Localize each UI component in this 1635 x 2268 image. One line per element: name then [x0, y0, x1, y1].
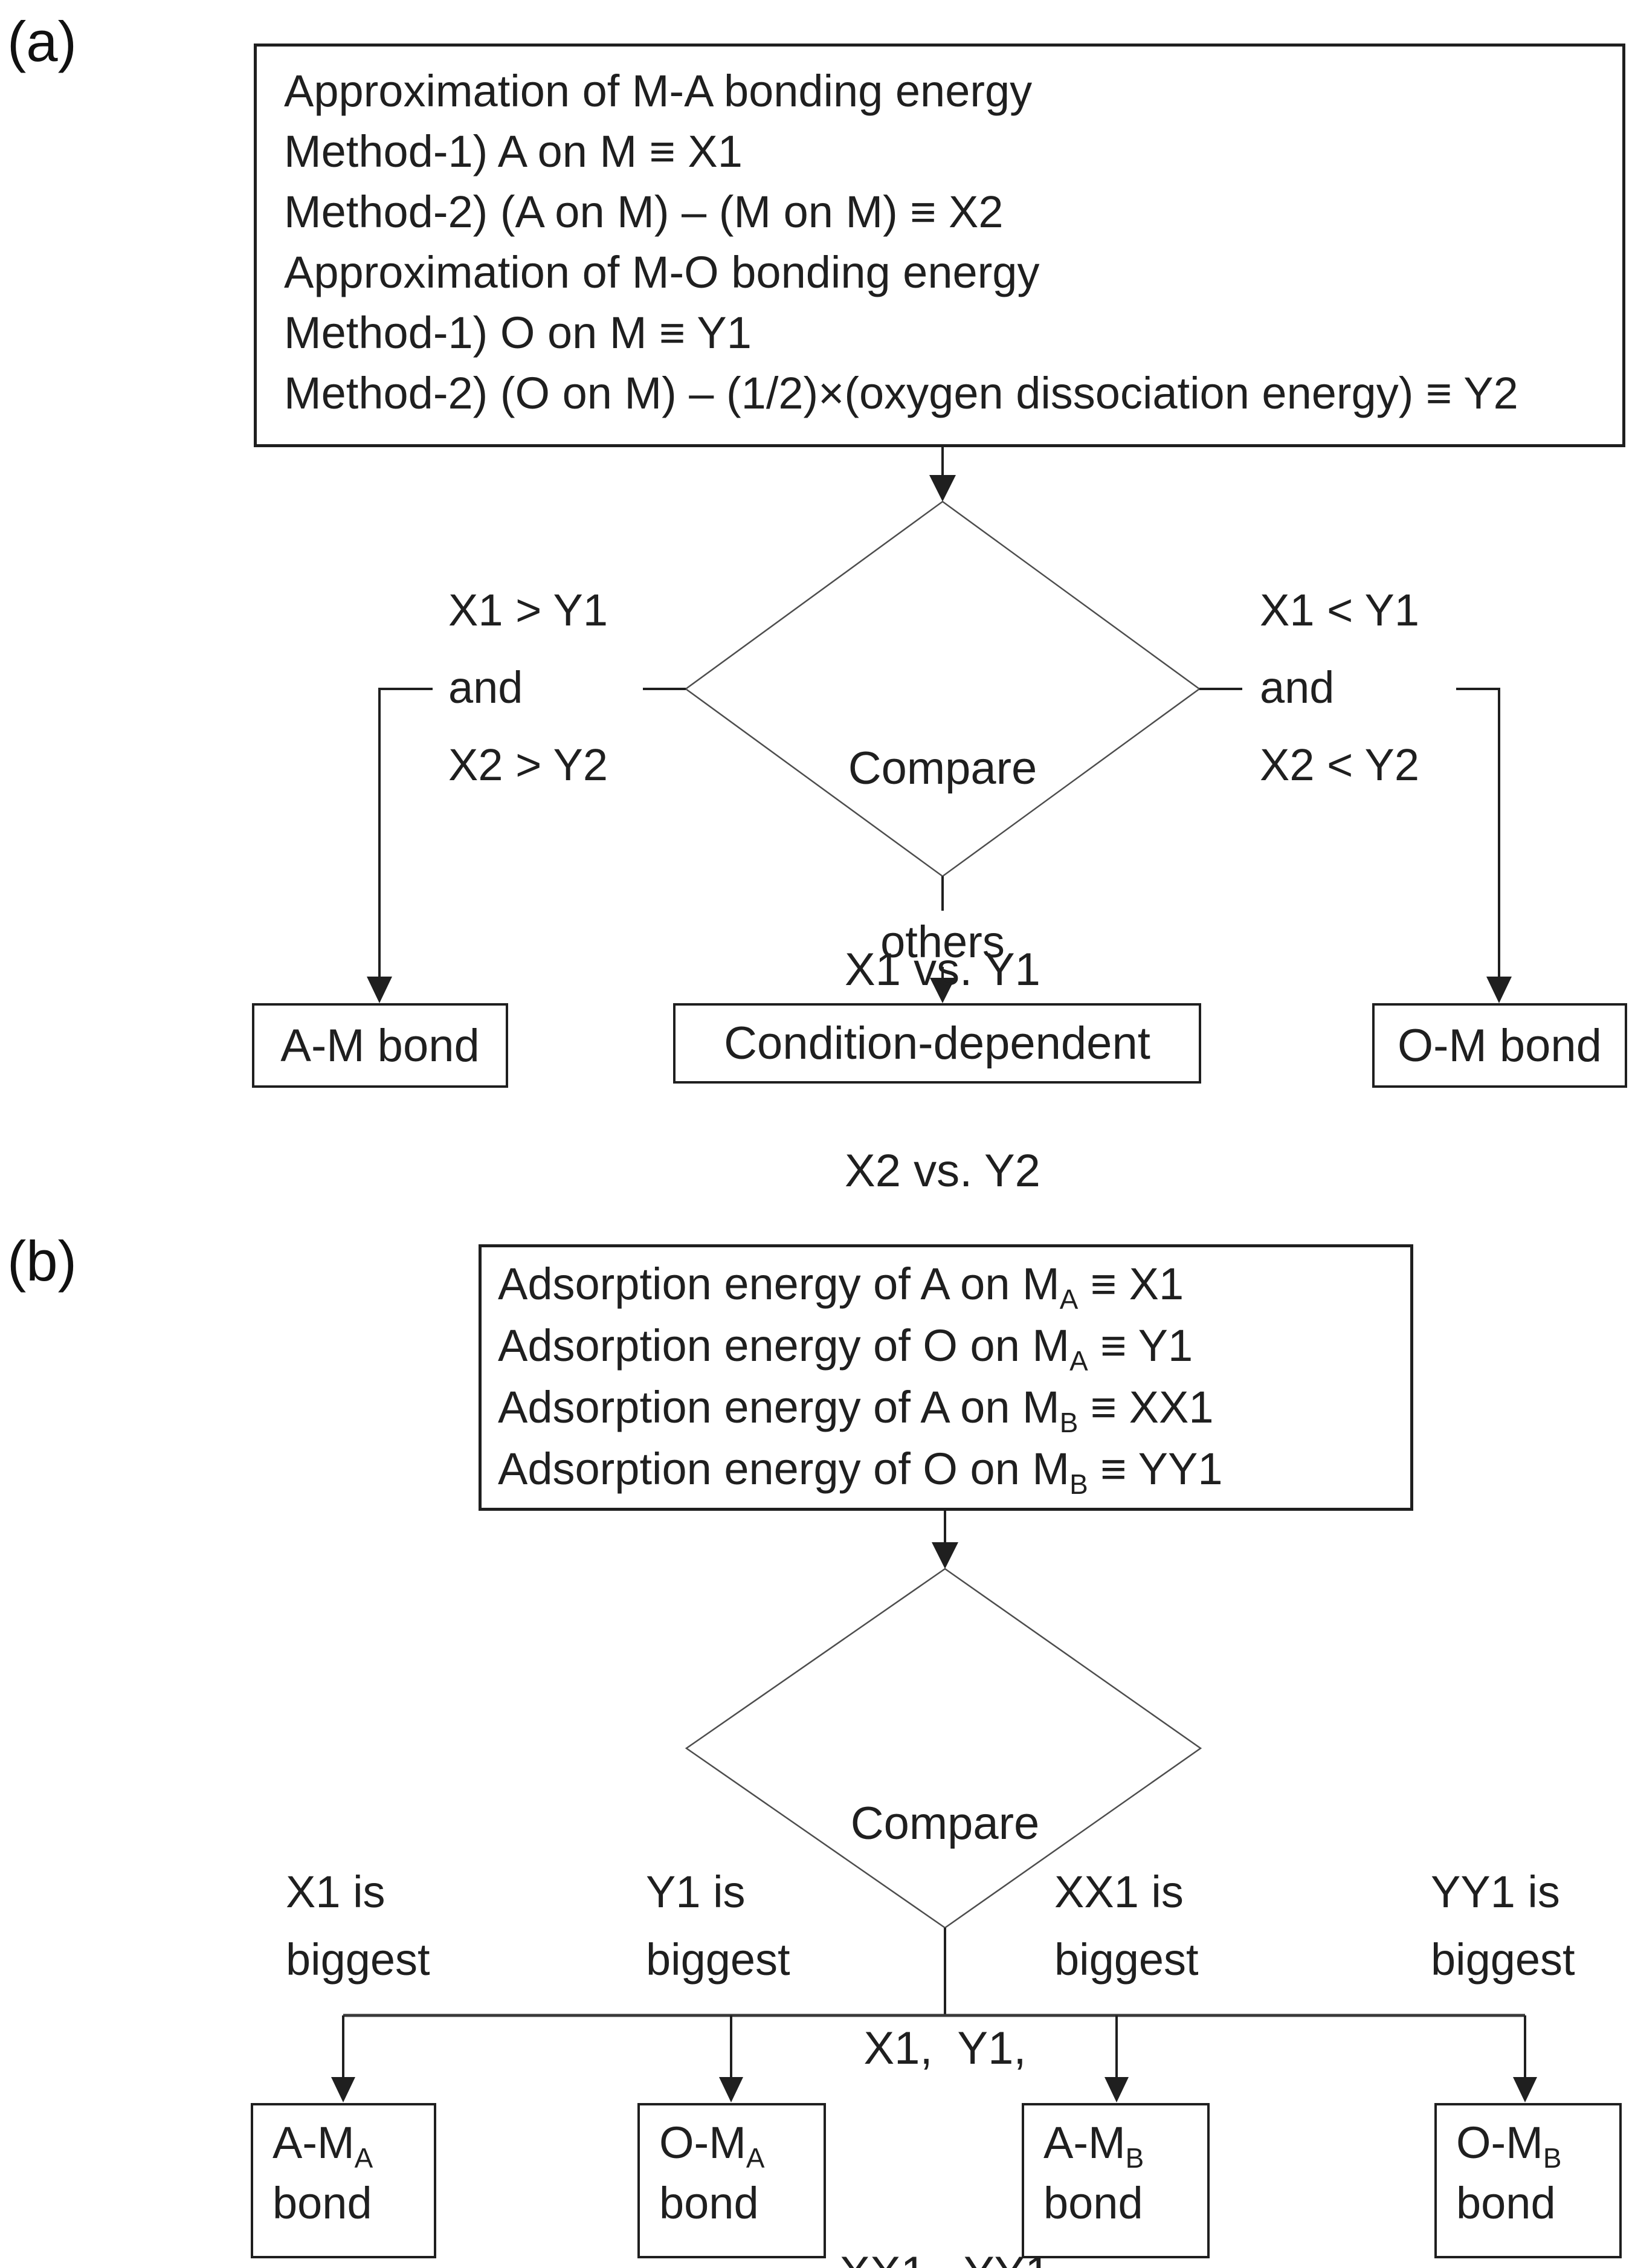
a-top-arrowhead-icon: [929, 475, 956, 502]
outcome-box-o-m-bond: O-M bond: [1372, 1003, 1627, 1088]
panel-b-branch-label-y1: Y1 is biggest: [646, 1858, 790, 1994]
branch-label-line: X1 is: [286, 1867, 385, 1917]
b-drop-3-arrowhead-icon: [1105, 2077, 1129, 2102]
outcome-label: Condition-dependent: [724, 1018, 1150, 1069]
panel-b-branch-label-xx1: XX1 is biggest: [1054, 1858, 1199, 1994]
subscript: B: [1069, 1468, 1088, 1500]
decision-line: XX1, YY1: [703, 2236, 1187, 2268]
outcome-line: A-MA: [272, 2113, 434, 2173]
condition-line: and: [448, 662, 523, 712]
panel-b-decision-text: Compare X1, Y1, XX1, YY1: [703, 1636, 1187, 2268]
branch-label-line: biggest: [1431, 1934, 1575, 1985]
outcome-text: A-M: [1043, 2118, 1126, 2168]
decision-line: X1 vs. Y1: [845, 944, 1040, 995]
panel-a-label: (a): [7, 10, 77, 73]
info-line: Approximation of M-A bonding energy: [284, 66, 1033, 116]
outcome-label: O-M bond: [1398, 1019, 1602, 1071]
info-line: Adsorption energy of O on MB ≡ YY1: [498, 1438, 1404, 1500]
b-drop-2-arrowhead-icon: [719, 2077, 743, 2102]
outcome-text: A-M: [272, 2118, 355, 2168]
info-line-text: Adsorption energy of A on M: [498, 1259, 1060, 1309]
outcome-box-a-m-bond: A-M bond: [252, 1003, 508, 1088]
subscript: A: [354, 2142, 373, 2174]
outcome-line: bond: [1456, 2178, 1556, 2228]
panel-b-info-text: Adsorption energy of A on MA ≡ X1 Adsorp…: [482, 1247, 1410, 1500]
outcome-box-a-ma-bond: A-MA bond: [251, 2103, 436, 2258]
a-bottom-arrowhead-icon: [930, 978, 955, 1003]
branch-label-line: biggest: [286, 1934, 430, 1985]
panel-a-decision-text: Compare X1 vs. Y1 X2 vs. Y2: [701, 601, 1184, 1339]
panel-a-info-text: Approximation of M-A bonding energy Meth…: [257, 47, 1622, 424]
condition-line: X1 > Y1: [448, 585, 608, 635]
panel-a-right-condition-label: X1 < Y1 and X2 < Y2: [1260, 572, 1419, 804]
branch-label-line: biggest: [646, 1934, 790, 1985]
info-line: Approximation of M-O bonding energy: [284, 247, 1040, 297]
branch-label-line: YY1 is: [1431, 1867, 1560, 1917]
info-line: Method-2) (O on M) – (1/2)×(oxygen disso…: [284, 368, 1518, 418]
info-line: Adsorption energy of A on MB ≡ XX1: [498, 1377, 1404, 1438]
outcome-line: bond: [659, 2178, 759, 2228]
panel-b-label: (b): [7, 1229, 77, 1293]
subscript: B: [1543, 2142, 1562, 2174]
info-line: Adsorption energy of O on MA ≡ Y1: [498, 1315, 1404, 1377]
b-top-arrowhead-icon: [932, 1542, 958, 1569]
info-line-text: ≡ XX1: [1078, 1382, 1214, 1432]
info-line: Method-1) A on M ≡ X1: [284, 126, 743, 176]
panel-a-others-label: others: [880, 917, 1005, 967]
decision-line: X1, Y1,: [863, 2023, 1027, 2074]
decision-line: Compare: [850, 1798, 1040, 1849]
b-drop-4-arrowhead-icon: [1513, 2077, 1537, 2102]
info-line-text: Adsorption energy of O on M: [498, 1444, 1070, 1494]
info-line: Method-1) O on M ≡ Y1: [284, 308, 752, 358]
condition-line: and: [1260, 662, 1335, 712]
branch-label-line: biggest: [1054, 1934, 1199, 1985]
branch-label-line: Y1 is: [646, 1867, 746, 1917]
outcome-box-a-mb-bond: A-MB bond: [1022, 2103, 1210, 2258]
decision-line: X2 vs. Y2: [845, 1145, 1040, 1197]
outcome-line: A-MB: [1043, 2113, 1207, 2173]
outcome-line: O-MB: [1456, 2113, 1619, 2173]
condition-line: X2 < Y2: [1260, 740, 1420, 790]
info-line: Method-2) (A on M) – (M on M) ≡ X2: [284, 187, 1004, 237]
outcome-box-o-ma-bond: O-MA bond: [637, 2103, 826, 2258]
outcome-box-condition-dependent: Condition-dependent: [673, 1003, 1201, 1084]
info-line-text: ≡ Y1: [1088, 1320, 1193, 1371]
panel-b-branch-label-x1: X1 is biggest: [286, 1858, 430, 1994]
outcome-line: bond: [1043, 2178, 1143, 2228]
outcome-label: A-M bond: [280, 1019, 480, 1071]
info-line: Adsorption energy of A on MA ≡ X1: [498, 1253, 1404, 1315]
info-line-text: Adsorption energy of O on M: [498, 1320, 1070, 1371]
branch-label-line: XX1 is: [1054, 1867, 1184, 1917]
subscript: A: [1069, 1345, 1088, 1377]
info-line-text: Adsorption energy of A on M: [498, 1382, 1060, 1432]
outcome-box-o-mb-bond: O-MB bond: [1434, 2103, 1622, 2258]
outcome-line: O-MA: [659, 2113, 824, 2173]
info-line-text: ≡ X1: [1078, 1259, 1184, 1309]
panel-a-left-condition-label: X1 > Y1 and X2 > Y2: [448, 572, 608, 804]
condition-line: X1 < Y1: [1260, 585, 1420, 635]
subscript: A: [746, 2142, 765, 2174]
condition-line: X2 > Y2: [448, 740, 608, 790]
a-left-arrowhead-icon: [367, 977, 392, 1003]
panel-b-branch-label-yy1: YY1 is biggest: [1431, 1858, 1575, 1994]
info-line-text: ≡ YY1: [1088, 1444, 1223, 1494]
subscript: B: [1125, 2142, 1144, 2174]
decision-line: Compare: [848, 743, 1037, 794]
outcome-text: O-M: [659, 2118, 746, 2168]
panel-b-info-box: Adsorption energy of A on MA ≡ X1 Adsorp…: [479, 1244, 1413, 1511]
panel-a-info-box: Approximation of M-A bonding energy Meth…: [254, 44, 1625, 447]
outcome-line: bond: [272, 2178, 372, 2228]
subscript: B: [1059, 1406, 1079, 1438]
b-drop-1-arrowhead-icon: [331, 2077, 355, 2102]
a-right-arrowhead-icon: [1486, 977, 1512, 1003]
subscript: A: [1059, 1283, 1079, 1315]
outcome-text: O-M: [1456, 2118, 1543, 2168]
